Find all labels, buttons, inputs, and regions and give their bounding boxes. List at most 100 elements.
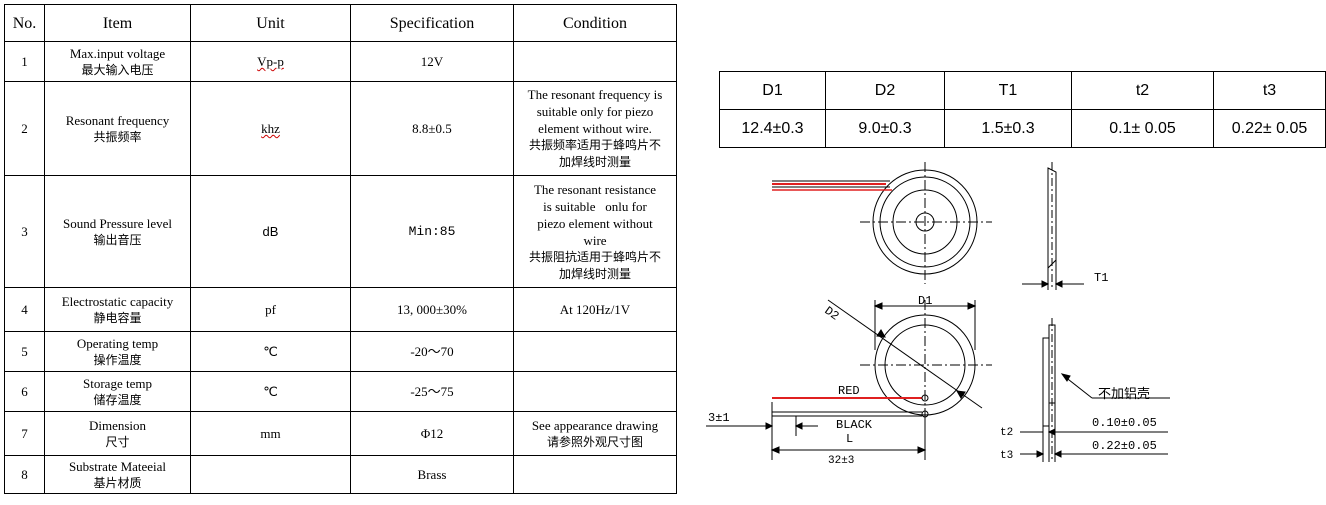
label-black: BLACK <box>836 418 873 432</box>
row-no: 2 <box>4 81 45 176</box>
label-d2: D2 <box>822 304 842 324</box>
item-zh: 最大输入电压 <box>81 62 154 77</box>
header-item: Item <box>44 4 191 42</box>
row-condition <box>513 371 677 412</box>
cond-line: is suitable onlu for <box>543 198 647 214</box>
dim-header-d2: D2 <box>825 71 945 110</box>
spec-header-row: No. Item Unit Specification Condition <box>4 4 677 42</box>
top-wires <box>772 180 892 191</box>
item-en: Dimension <box>88 417 147 433</box>
item-en: Electrostatic capacity <box>61 293 174 309</box>
item-zh: 共振频率 <box>93 129 142 144</box>
row-no: 7 <box>4 411 45 456</box>
row-no: 6 <box>4 371 45 412</box>
dim-value-d2: 9.0±0.3 <box>825 109 945 148</box>
label-t3: t3 <box>1000 450 1013 462</box>
row-no: 8 <box>4 455 45 494</box>
item-zh: 尺寸 <box>105 434 130 449</box>
cond-line: wire <box>583 232 607 248</box>
row-spec: 13, 000±30% <box>350 287 514 332</box>
row-spec: 8.8±0.5 <box>350 81 514 176</box>
label-lead-length: 32±3 <box>828 455 854 467</box>
header-unit: Unit <box>190 4 351 42</box>
dimension-table: D1 D2 T1 t2 t3 12.4±0.3 9.0±0.3 1.5±0.3 … <box>719 71 1326 148</box>
cond-line-zh: 共振频率适用于蜂鸣片不 <box>528 138 661 152</box>
item-en: Storage temp <box>83 375 152 391</box>
cond-line: piezo element without <box>537 215 653 231</box>
item-zh: 输出音压 <box>93 232 142 247</box>
row-unit: dB <box>190 175 351 288</box>
row-spec: 12V <box>350 41 514 82</box>
front-disc-view <box>827 299 992 428</box>
row-unit: khz <box>190 81 351 176</box>
row-unit: ℃ <box>190 331 351 372</box>
row-spec: -20～70 <box>350 331 514 372</box>
label-t2: t2 <box>1000 427 1013 439</box>
top-disc-view <box>860 162 992 284</box>
label-l: L <box>846 432 853 446</box>
dimension-header-row: D1 D2 T1 t2 t3 <box>719 71 1326 110</box>
cond-line: The resonant frequency is <box>527 87 663 102</box>
row-condition <box>513 41 677 82</box>
item-en: Substrate Mateeial <box>68 458 167 474</box>
row-unit <box>190 455 351 494</box>
dim-value-t1: 1.5±0.3 <box>944 109 1072 148</box>
side-view-piezo <box>1020 318 1170 462</box>
item-zh: 静电容量 <box>93 310 142 325</box>
dim-header-t1: T1 <box>944 71 1072 110</box>
item-en: Resonant frequency <box>65 112 170 128</box>
item-zh: 基片材质 <box>93 475 142 490</box>
dimension-value-row: 12.4±0.3 9.0±0.3 1.5±0.3 0.1± 0.05 0.22±… <box>719 109 1326 148</box>
label-t1: T1 <box>1094 271 1108 285</box>
label-no-aluminum-shell: 不加铝壳 <box>1098 387 1150 402</box>
label-d1: D1 <box>918 294 932 308</box>
row-condition: See appearance drawing 请参照外观尺寸图 <box>513 411 677 456</box>
row-condition <box>513 455 677 494</box>
row-condition: At 120Hz/1V <box>513 287 677 332</box>
row-no: 1 <box>4 41 45 82</box>
row-condition: The resonant frequency is suitable only … <box>513 81 677 176</box>
row-no: 3 <box>4 175 45 288</box>
label-t2-value: 0.10±0.05 <box>1092 416 1157 430</box>
appearance-drawing: T1 D1 D2 RED BLACK L 3±1 32±3 不加铝壳 t2 t3… <box>706 162 1170 467</box>
row-condition: The resonant resistance is suitable onlu… <box>513 175 677 288</box>
cond-line: element without wire. <box>538 121 652 136</box>
item-zh: 储存温度 <box>93 392 142 407</box>
header-specification: Specification <box>350 4 514 42</box>
side-view-housing <box>1022 162 1084 290</box>
cond-line-zh: 加焊线时测量 <box>558 266 631 281</box>
cond-line: The resonant resistance <box>533 181 656 197</box>
item-en: Max.input voltage <box>69 45 166 61</box>
header-no: No. <box>4 4 45 42</box>
label-t3-value: 0.22±0.05 <box>1092 439 1157 453</box>
row-no: 5 <box>4 331 45 372</box>
dim-header-d1: D1 <box>719 71 826 110</box>
item-en: Sound Pressure level <box>62 215 173 231</box>
item-en: Operating temp <box>76 335 159 351</box>
dim-header-t3: t3 <box>1213 71 1326 110</box>
header-condition: Condition <box>513 4 677 42</box>
row-no: 4 <box>4 287 45 332</box>
row-spec: -25～75 <box>350 371 514 412</box>
spec-table: No. Item Unit Specification Condition 1 … <box>4 4 677 494</box>
cond-line-zh: 加焊线时测量 <box>558 155 631 169</box>
row-unit: pf <box>190 287 351 332</box>
row-spec: Brass <box>350 455 514 494</box>
unit-text: khz <box>261 121 280 136</box>
